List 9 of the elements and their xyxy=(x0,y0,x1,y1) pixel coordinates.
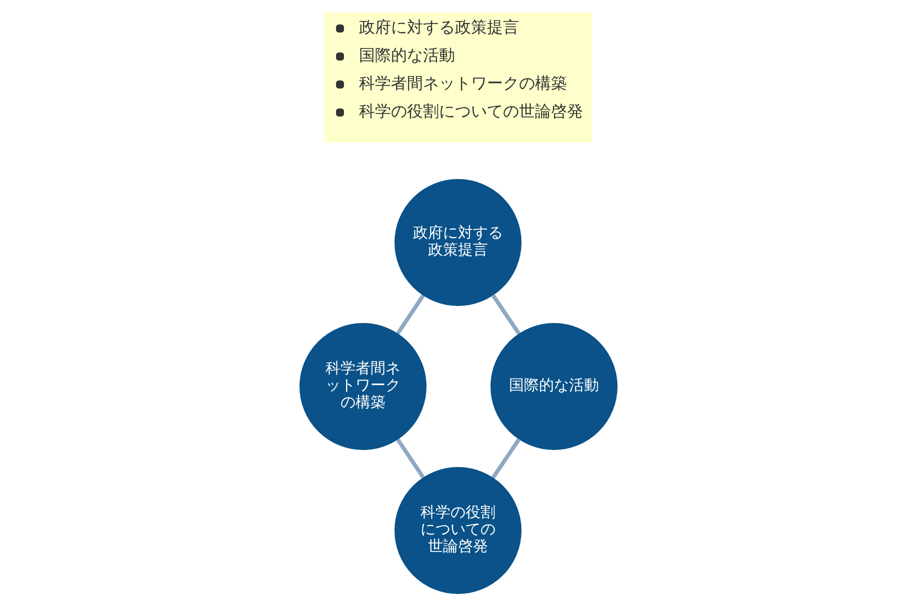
node-circle: 科学者間ネットワークの構築 xyxy=(300,323,426,450)
connector xyxy=(491,438,521,479)
node-box: 政府に対する政策提言 国際的な活動 科学者間ネットワークの構築 科学の役割についての世論啓発 xyxy=(324,12,592,142)
connector xyxy=(396,438,425,479)
connector xyxy=(491,294,521,335)
connector xyxy=(396,294,425,335)
node-circle: 政府に対する政策提言 xyxy=(394,179,522,306)
node-circle: 科学の役割についての世論啓発 xyxy=(394,467,522,594)
node-circle: 国際的な活動 xyxy=(490,323,618,450)
